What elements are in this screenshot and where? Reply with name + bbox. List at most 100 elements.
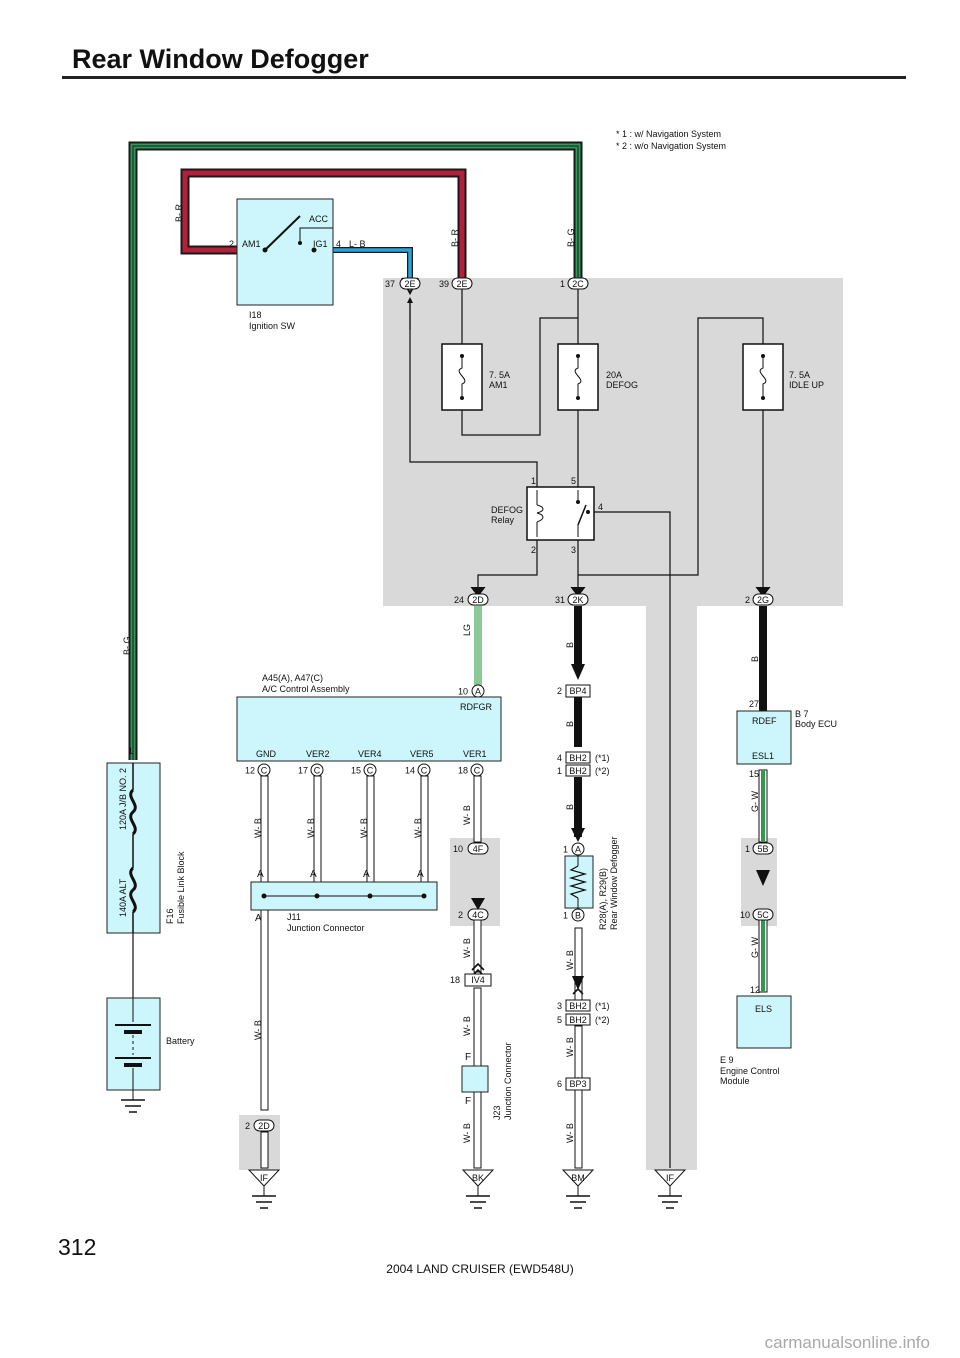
conn-12-num: 12 — [245, 766, 255, 776]
connector-A-1: A 1 — [563, 842, 585, 856]
note-1: * 1 : w/ Navigation System — [616, 129, 721, 139]
j11-code: J11 — [287, 912, 301, 922]
wire-label-wb-8: W- B — [462, 1016, 472, 1036]
ecu-rdef: RDEF — [752, 716, 777, 726]
fl-name: Fusible Link Block — [176, 851, 186, 924]
fuse-am1-name: AM1 — [489, 380, 508, 390]
conn-17-num: 17 — [298, 766, 308, 776]
note-2: * 2 : w/o Navigation System — [616, 141, 726, 151]
svg-text:1: 1 — [563, 911, 568, 921]
ecu-pin-rdef: 27 — [749, 699, 759, 709]
svg-text:2E: 2E — [404, 279, 415, 289]
rear-window-defogger — [564, 855, 594, 909]
ign-am1-no: 2 — [229, 239, 234, 249]
svg-text:2G: 2G — [757, 595, 769, 605]
wire-label-wb-5: W- B — [462, 805, 472, 825]
svg-text:3: 3 — [557, 1001, 562, 1011]
svg-text:2E: 2E — [456, 279, 467, 289]
relay-name2: Relay — [491, 515, 515, 525]
wire-label-wb-10: W- B — [565, 950, 575, 970]
j11-name: Junction Connector — [287, 923, 365, 933]
conn-15-num: 15 — [351, 766, 361, 776]
wire-label-wb-12: W- B — [565, 1123, 575, 1143]
ecm-pin: 12 — [750, 985, 760, 995]
svg-text:A: A — [310, 869, 317, 880]
ign-name: Ignition SW — [249, 321, 296, 331]
wire-label-lb: L- B — [349, 239, 366, 249]
connector-2K-31: 2K 31 — [555, 586, 589, 606]
svg-text:10: 10 — [740, 910, 750, 920]
wire-label-wb-11: W- B — [565, 1037, 575, 1057]
connector-2E-39: 2E 39 — [439, 277, 473, 290]
title-divider — [62, 76, 906, 79]
svg-text:2D: 2D — [472, 595, 484, 605]
ecm-els: ELS — [755, 1004, 772, 1014]
j23-name: Junction Connector — [503, 1042, 513, 1120]
svg-text:BP4: BP4 — [569, 686, 586, 696]
wire-label-bg-top: B- G — [566, 228, 576, 247]
wire-label-lg: LG — [462, 624, 472, 636]
svg-text:1: 1 — [745, 844, 750, 854]
svg-text:2K: 2K — [572, 595, 583, 605]
conn-18-num: 18 — [458, 766, 468, 776]
svg-text:1: 1 — [560, 279, 565, 289]
ac-c-connectors — [257, 763, 484, 777]
wire-label-br-left: B- R — [174, 203, 184, 222]
j23-pin-top: F — [465, 1052, 471, 1063]
connector-5C: 5C 10 — [740, 908, 774, 921]
ecu-name: Body ECU — [795, 719, 837, 729]
conn-14-num: 14 — [405, 766, 415, 776]
relay-p1: 1 — [531, 476, 536, 486]
ecm-name2: Module — [720, 1076, 750, 1086]
engine-control-module — [736, 995, 792, 1049]
connector-A-10: A 10 — [458, 684, 485, 698]
connector-BH2-5: BH2 5 (*2) — [557, 1013, 610, 1026]
connector-2G-2: 2G 2 — [745, 586, 774, 606]
wire-label-wb-4: W- B — [413, 818, 423, 838]
jb-internal-wires — [409, 289, 764, 1168]
svg-text:B: B — [575, 911, 581, 921]
connector-BH2-1: BH2 1 (*2) — [557, 764, 610, 777]
connector-BP3: BP3 6 — [557, 1077, 591, 1091]
page-footer: 2004 LAND CRUISER (EWD548U) — [386, 1262, 574, 1276]
wire-w-b — [260, 775, 583, 1169]
wire-label-wb-2: W- B — [306, 818, 316, 838]
fl-code: F16 — [165, 908, 175, 924]
svg-text:18: 18 — [450, 975, 460, 985]
ac-rdfgr: RDFGR — [460, 702, 492, 712]
j23-code: J23 — [492, 1105, 502, 1120]
ecm-code: E 9 — [720, 1055, 734, 1065]
ign-ig1: IG1 — [313, 239, 328, 249]
w-b-arrows — [471, 898, 584, 990]
ac-gnd: GND — [256, 749, 277, 759]
connector-IV4: IV4 18 — [450, 973, 492, 987]
conn-17-c: C — [314, 766, 321, 776]
ecu-esl1: ESL1 — [752, 751, 774, 761]
wire-b-r — [180, 168, 467, 285]
svg-text:BH2: BH2 — [569, 753, 587, 763]
ac-ver1: VER1 — [463, 749, 487, 759]
connector-4F: 4F 10 — [453, 842, 489, 855]
j23-pin-bottom: F — [465, 1096, 471, 1107]
ign-ig1-no: 4 — [336, 239, 341, 249]
fl-f2: 140A ALT — [118, 878, 128, 917]
conn-14-c: C — [421, 766, 428, 776]
svg-text:2D: 2D — [258, 1121, 270, 1131]
wire-label-wb-7: W- B — [462, 938, 472, 958]
connector-2C-1: 2C 1 — [560, 277, 589, 290]
fuse-am1-rating: 7. 5A — [489, 370, 510, 380]
svg-text:2C: 2C — [572, 279, 584, 289]
svg-text:A: A — [475, 687, 481, 697]
wire-b-defogger — [571, 606, 585, 842]
svg-text:IV4: IV4 — [471, 975, 485, 985]
ac-codes: A45(A), A47(C) — [262, 673, 323, 683]
svg-text:1: 1 — [563, 845, 568, 855]
svg-text:IF: IF — [260, 1173, 269, 1183]
relay-p3: 3 — [571, 545, 576, 555]
ign-acc: ACC — [309, 214, 329, 224]
j23-connector — [461, 1065, 489, 1093]
fuse-idle-rating: 7. 5A — [789, 370, 810, 380]
svg-text:1: 1 — [557, 766, 562, 776]
connector-BH2-4: BH2 4 (*1) — [557, 751, 610, 764]
